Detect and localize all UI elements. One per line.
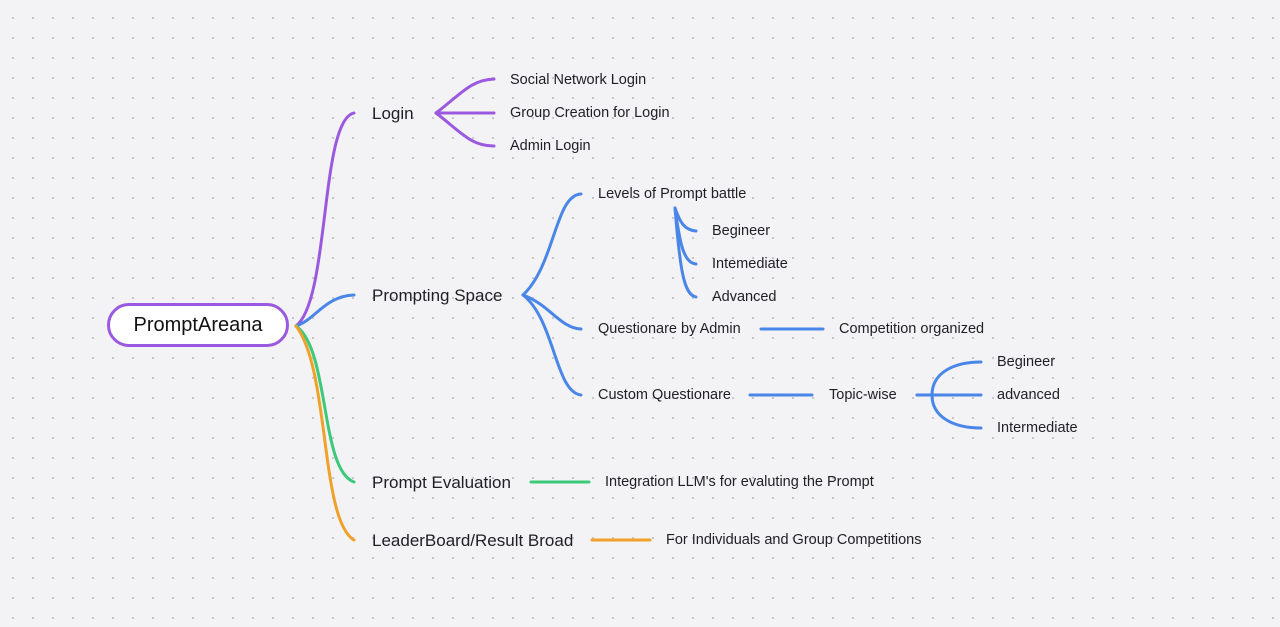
- connector-root-evaluation: [294, 324, 356, 484]
- connector-prompting-admin: [521, 293, 583, 331]
- connector-root-prompting: [294, 293, 356, 328]
- node-level-intermediate[interactable]: Intemediate: [712, 256, 788, 272]
- node-social-network-login[interactable]: Social Network Login: [510, 72, 647, 88]
- node-group-creation-login[interactable]: Group Creation for Login: [510, 105, 670, 121]
- connector-prompting-custom: [521, 293, 583, 397]
- node-topic-beginner[interactable]: Begineer: [997, 354, 1056, 370]
- node-custom-questionare[interactable]: Custom Questionare: [598, 387, 731, 403]
- node-topic-intermediate[interactable]: Intermediate: [997, 420, 1078, 436]
- connector-login-admin: [434, 111, 496, 148]
- node-levels-of-prompt-battle[interactable]: Levels of Prompt battle: [598, 186, 747, 202]
- connector-topic-beginner: [915, 360, 983, 397]
- connector-root-leaderboard: [294, 324, 356, 542]
- node-level-beginner[interactable]: Begineer: [712, 223, 771, 239]
- node-individuals-group-competitions[interactable]: For Individuals and Group Competitions: [666, 532, 922, 548]
- node-integration-llm[interactable]: Integration LLM's for evaluting the Prom…: [605, 474, 874, 490]
- node-login[interactable]: Login: [372, 104, 414, 123]
- node-prompting-space[interactable]: Prompting Space: [372, 286, 503, 305]
- node-questionare-by-admin[interactable]: Questionare by Admin: [598, 321, 741, 337]
- connector-topic-intermediate: [930, 393, 983, 430]
- connector-levels-advanced: [673, 206, 698, 299]
- node-admin-login[interactable]: Admin Login: [510, 138, 591, 154]
- connector-prompting-levels: [521, 192, 583, 297]
- node-leaderboard[interactable]: LeaderBoard/Result Broad: [372, 531, 574, 550]
- node-level-advanced[interactable]: Advanced: [712, 289, 777, 305]
- node-competition-organized[interactable]: Competition organized: [839, 321, 985, 337]
- root-label: PromptAreana: [133, 313, 263, 336]
- root-node[interactable]: PromptAreana: [107, 303, 289, 347]
- connector-login-social: [434, 77, 496, 115]
- node-topic-wise[interactable]: Topic-wise: [829, 387, 897, 403]
- connector-root-login: [294, 111, 356, 328]
- node-prompt-evaluation[interactable]: Prompt Evaluation: [372, 473, 511, 492]
- node-topic-advanced[interactable]: advanced: [997, 387, 1060, 403]
